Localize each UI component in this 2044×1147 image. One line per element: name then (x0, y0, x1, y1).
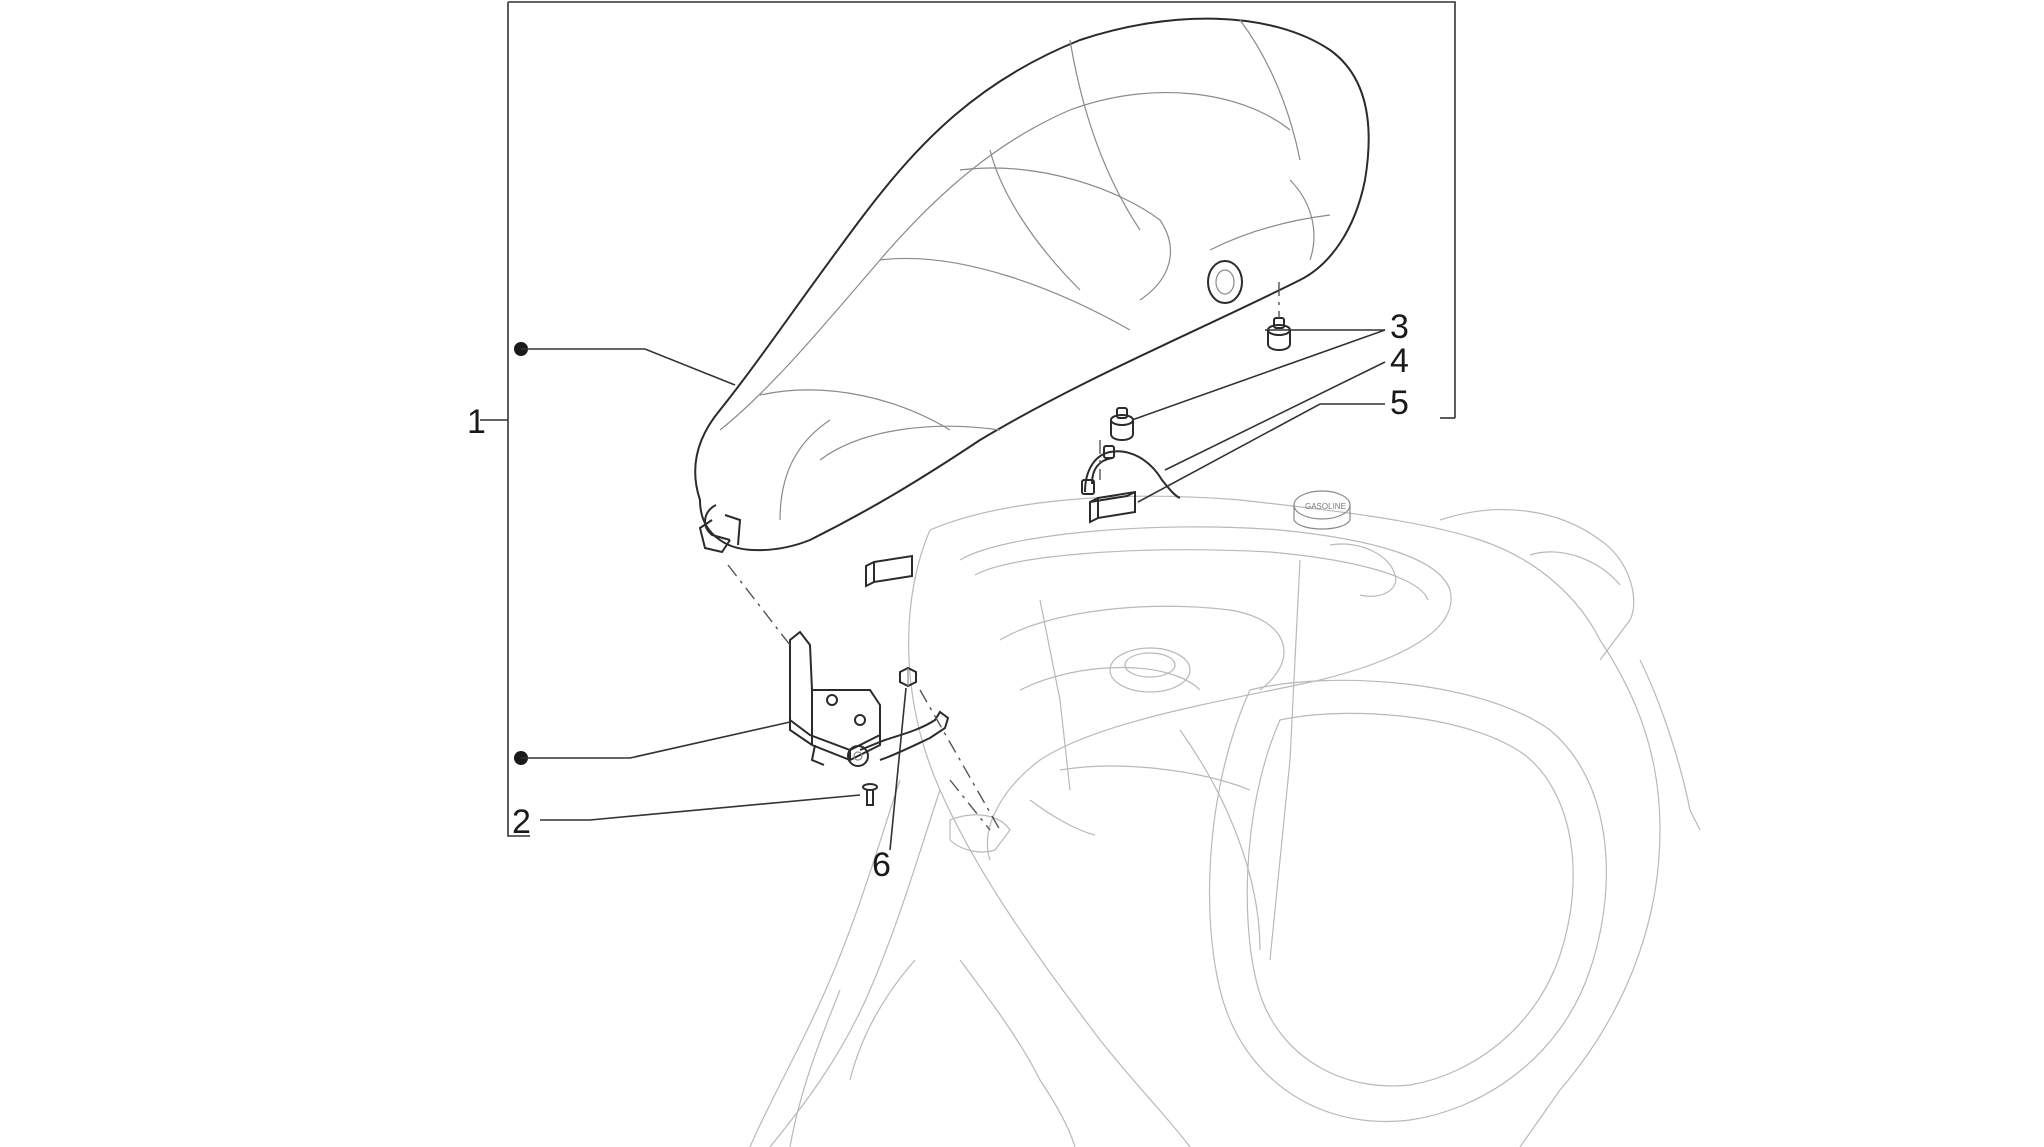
callout-6: 6 (872, 846, 891, 884)
tank-cap-label: GASOLINE (1305, 502, 1346, 511)
callout-leaders (514, 329, 1386, 851)
callout-5: 5 (1390, 384, 1409, 422)
assembly-bracket (480, 1, 1456, 837)
part-4-cable (1081, 445, 1181, 499)
part-5-pads (865, 490, 1136, 588)
scooter-body: GASOLINE (749, 490, 1701, 1147)
assembly-centerlines (727, 282, 1280, 831)
callout-2: 2 (512, 803, 531, 841)
seat (694, 17, 1370, 554)
part-2-screw (862, 783, 878, 806)
seat-hinge (789, 630, 950, 767)
callout-1: 1 (467, 403, 486, 441)
callout-3: 3 (1390, 308, 1409, 346)
callout-4: 4 (1390, 342, 1409, 380)
part-6-nut (899, 666, 917, 688)
